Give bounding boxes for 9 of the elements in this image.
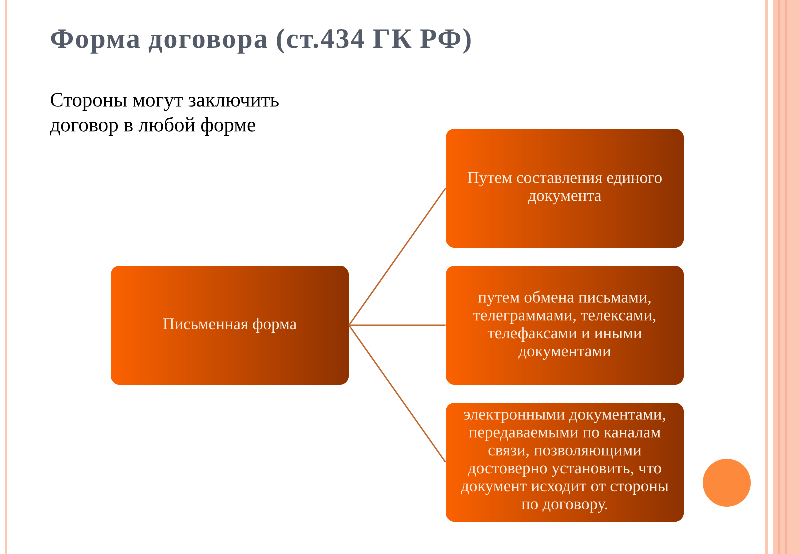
rounded-box: электронными документами, передаваемыми по каналам связи, позволяющими достоверно установить, что документ исходит от стороны по договору. — [446, 402, 684, 522]
connector-line — [349, 324, 446, 326]
connector-line — [348, 325, 446, 463]
rounded-box: Путем составления единого документа — [446, 128, 684, 248]
rounded-box: путем обмена письмами, телеграммами, телексами, телефаксами и иными документами — [446, 266, 684, 385]
slide-title: Форма договора (ст.434 ГК РФ) — [51, 28, 471, 54]
connector-line — [348, 188, 446, 326]
body-text: Стороны могут заключить договор в любой форме — [50, 93, 279, 136]
rounded-box: Письменная форма — [111, 266, 349, 385]
